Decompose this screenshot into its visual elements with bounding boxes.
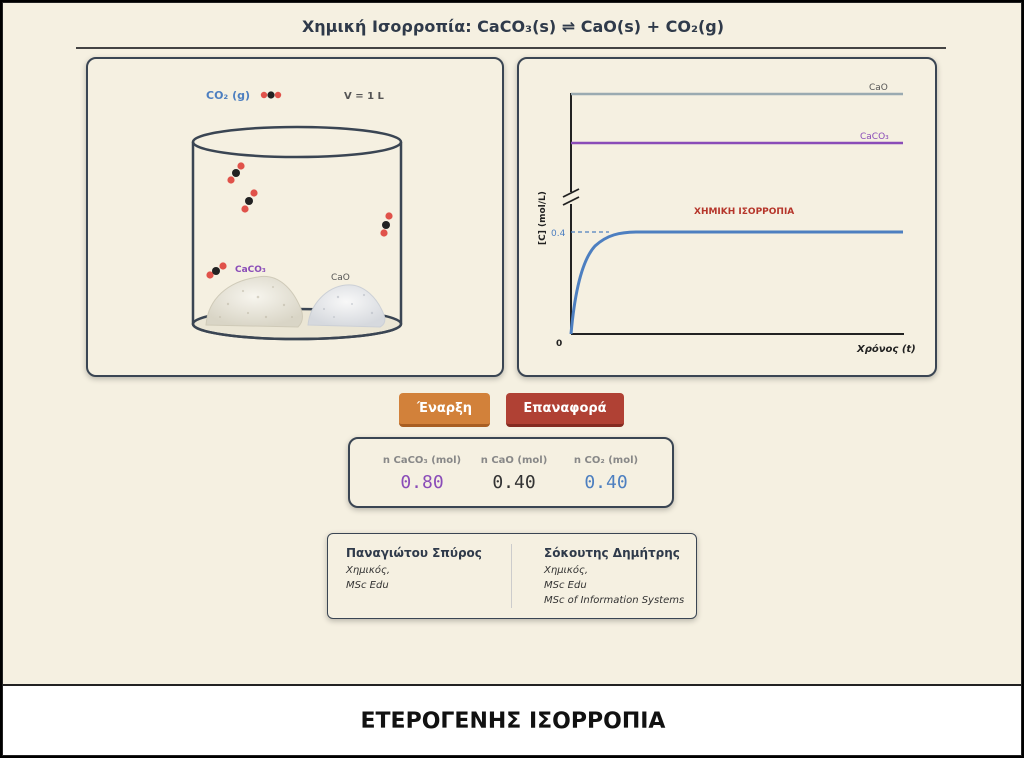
origin-label: 0 (556, 339, 562, 349)
readout-co2-label: n CO₂ (mol) (573, 455, 639, 466)
credit-divider (511, 544, 512, 608)
vessel-illustration: CO₂ (g) V = 1 L (191, 89, 403, 341)
concentration-graph: CaO CaCO₃ ΧΗΜΙΚΗ ΙΣΟΡΡΟΠΙΑ 0.4 0 Χρόνος … (538, 83, 916, 355)
credit-line: MSc Edu (346, 580, 389, 591)
y-axis-label: [C] (mol/L) (538, 191, 548, 245)
cao-texture (322, 293, 374, 318)
caco3-label: CaCO₃ (235, 265, 266, 275)
vessel-panel: CO₂ (g) V = 1 L (86, 57, 504, 377)
credit-line: Χημικός, (346, 565, 390, 576)
x-axis-label: Χρόνος (t) (856, 343, 916, 355)
gas-label: CO₂ (g) (206, 89, 250, 102)
co2-molecule (227, 162, 245, 184)
credit-author-1: Παναγιώτου Σπύρος Χημικός, MSc Edu (346, 546, 482, 593)
start-button[interactable]: Έναρξη (399, 393, 490, 427)
credit-line: MSc of Information Systems (544, 595, 685, 606)
equilibrium-label: ΧΗΜΙΚΗ ΙΣΟΡΡΟΠΙΑ (694, 207, 794, 217)
concentration-graph-panel: CaO CaCO₃ ΧΗΜΙΚΗ ΙΣΟΡΡΟΠΙΑ 0.4 0 Χρόνος … (517, 57, 937, 377)
credits-panel: Παναγιώτου Σπύρος Χημικός, MSc Edu Σόκου… (327, 533, 697, 619)
cao-solid-pile (307, 284, 386, 328)
vessel-front-rim (191, 323, 403, 341)
volume-label: V = 1 L (344, 91, 385, 102)
readout-cao-label: n CaO (mol) (480, 455, 548, 466)
readout-cao-value: 0.40 (492, 472, 536, 493)
co2-molecule-icon (260, 91, 282, 99)
credit-name: Σόκουτης Δημήτρης (544, 546, 680, 560)
readout-caco3: n CaCO₃ (mol) 0.80 (372, 455, 472, 493)
co2-curve (569, 230, 903, 335)
co2-molecule (206, 262, 227, 279)
readout-co2-value: 0.40 (584, 472, 628, 493)
moles-readout-panel: n CaCO₃ (mol) 0.80 n CaO (mol) 0.40 n CO… (348, 437, 674, 508)
readout-caco3-value: 0.80 (400, 472, 444, 493)
cao-label: CaO (331, 273, 350, 283)
tick-label-0-4: 0.4 (551, 229, 566, 239)
readout-caco3-label: n CaCO₃ (mol) (382, 455, 462, 466)
cao-line-label: CaO (869, 83, 888, 93)
footer-title: ΕΤΕΡΟΓΕΝΗΣ ΙΣΟΡΡΟΠΙΑ (360, 709, 666, 734)
readout-co2: n CO₂ (mol) 0.40 (556, 455, 656, 493)
readout-cao: n CaO (mol) 0.40 (464, 455, 564, 493)
vessel-top-rim (191, 125, 403, 159)
credit-author-2: Σόκουτης Δημήτρης Χημικός, MSc Edu MSc o… (544, 546, 684, 608)
caco3-solid-pile (205, 275, 303, 328)
co2-molecule (380, 212, 393, 237)
credit-line: MSc Edu (544, 580, 587, 591)
caco3-texture (219, 286, 293, 319)
title-divider (76, 47, 946, 49)
credit-line: Χημικός, (544, 565, 588, 576)
app-title: Χημική Ισορροπία: CaCO₃(s) ⇌ CaO(s) + CO… (301, 17, 725, 36)
co2-molecule (241, 189, 258, 213)
reset-button[interactable]: Επαναφορά (506, 393, 624, 427)
axis-break-icon (562, 188, 580, 206)
credit-name: Παναγιώτου Σπύρος (346, 546, 482, 560)
footer-bar: ΕΤΕΡΟΓΕΝΗΣ ΙΣΟΡΡΟΠΙΑ (3, 684, 1021, 755)
caco3-line-label: CaCO₃ (860, 132, 889, 142)
